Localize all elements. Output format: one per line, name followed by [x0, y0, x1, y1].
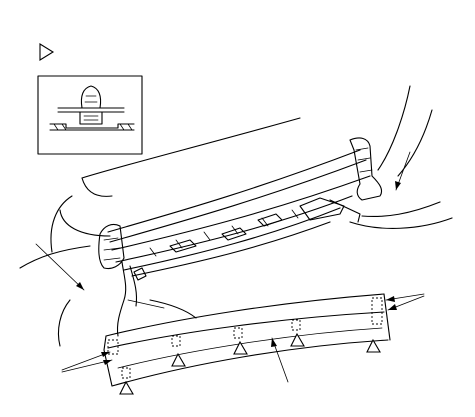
clip-marker-icon [171, 352, 186, 367]
clip-marker-icon [290, 332, 305, 347]
clip-marker-icon [233, 340, 248, 355]
clip-marker-icon [119, 380, 134, 395]
body-panel-outline [19, 85, 453, 347]
clip-detail-inset [37, 75, 143, 155]
leader-arrows [35, 151, 425, 383]
upper-rail-assembly [98, 137, 383, 337]
clip-marker-icon [366, 338, 381, 353]
clip-markers [119, 332, 381, 395]
lower-trim-strip [103, 293, 391, 387]
legend-triangle-icon [39, 43, 55, 61]
clip-positions [107, 297, 383, 379]
